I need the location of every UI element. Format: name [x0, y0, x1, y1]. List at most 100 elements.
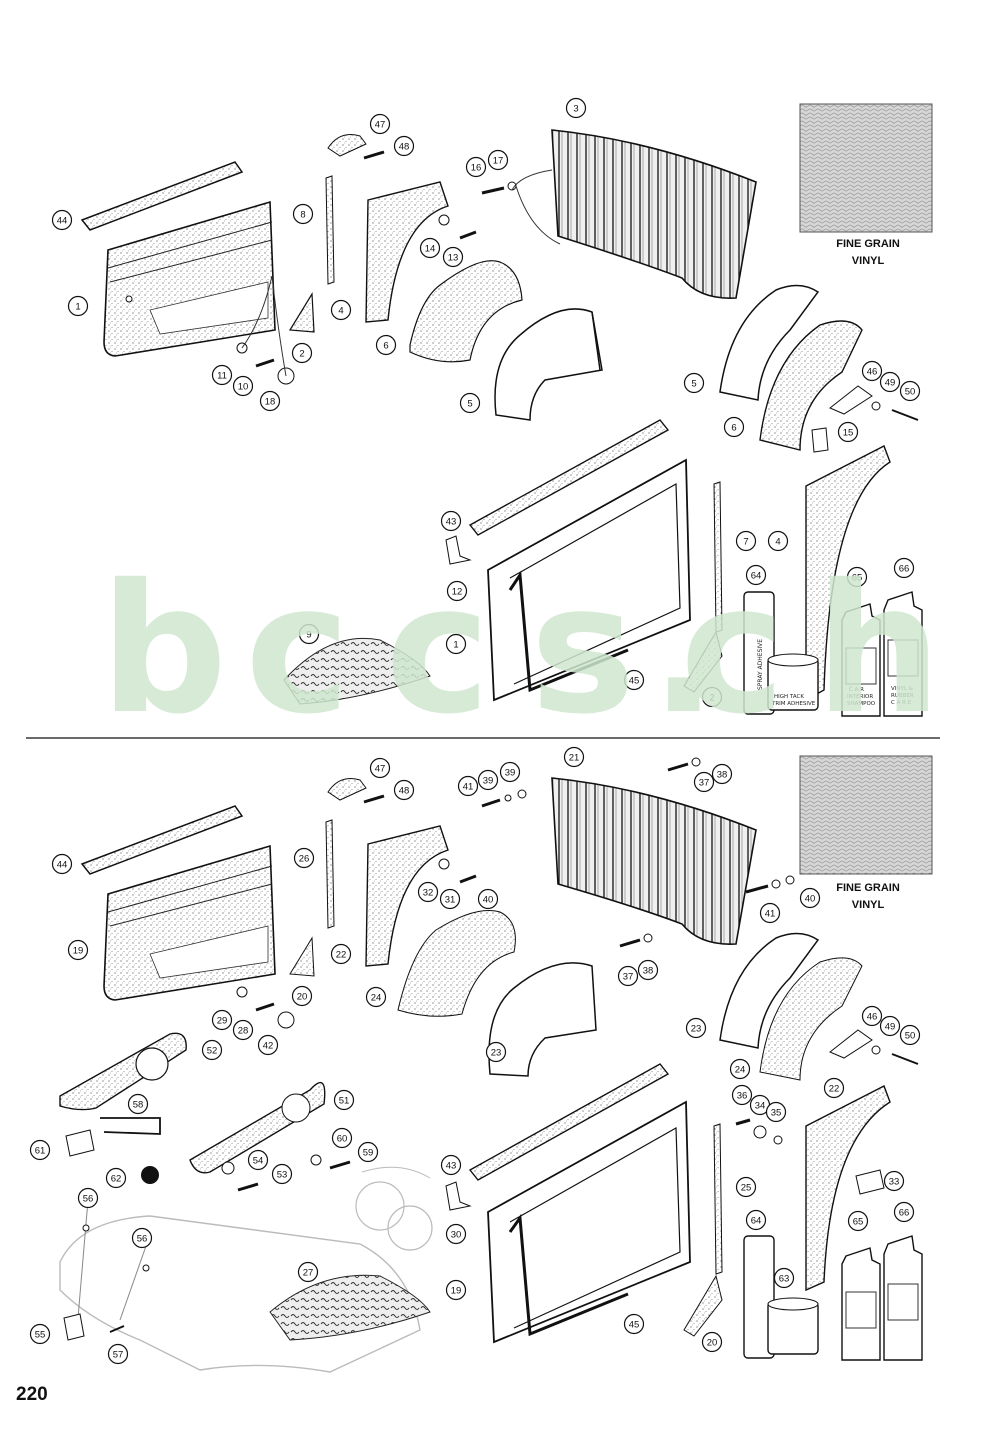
bottom-callout-circle	[617, 965, 639, 987]
bottom-callout-circle	[883, 1170, 905, 1192]
top-callout-label: 45	[629, 675, 640, 686]
bottom-callout-circle	[293, 847, 315, 869]
top-callout-circle	[51, 209, 73, 231]
bottom-callout-circle	[29, 1139, 51, 1161]
top-callout-circle	[893, 557, 915, 579]
bottom-callout-label: 38	[643, 965, 654, 976]
top-callout-label: 9	[306, 629, 311, 640]
top-callout-circle	[683, 372, 705, 394]
bottom-callout-label: 40	[805, 893, 816, 904]
bottom-callout-label: 55	[35, 1329, 46, 1340]
top-callout-circle	[735, 530, 757, 552]
top-callout-label: 3	[573, 103, 578, 114]
bottom-callout-label: 47	[375, 763, 386, 774]
bottom-callout-circle	[693, 771, 715, 793]
bottom-callout-label: 53	[277, 1169, 288, 1180]
top-callout-label: 17	[493, 155, 504, 166]
top-callout-circle	[723, 416, 745, 438]
bottom-callout-label: 42	[263, 1040, 274, 1051]
tin-text-1: HIGH TACK	[774, 694, 804, 700]
top-callout-label: 2	[709, 692, 714, 703]
bottom-callout-label: 36	[737, 1090, 748, 1101]
bottom-callout-label: 57	[113, 1349, 124, 1360]
bottom-callout-circle	[439, 888, 461, 910]
bottom-callout-circle	[271, 1163, 293, 1185]
top-callout-circle	[393, 135, 415, 157]
bottom-callout-circle	[333, 1089, 355, 1111]
top-callout-label: 13	[448, 252, 459, 263]
bottom-callout-circle	[773, 1267, 795, 1289]
top-callout-label: 1	[75, 301, 80, 312]
top-callout-label: 15	[843, 427, 854, 438]
bottom-callout-circle	[685, 1017, 707, 1039]
top-callout-circle	[67, 295, 89, 317]
top-callout-label: 8	[300, 209, 305, 220]
bottom-callout-label: 24	[735, 1064, 746, 1075]
top-callout-label: 2	[299, 348, 304, 359]
bottom-callout-label: 39	[505, 767, 516, 778]
bottom-callout-circle	[417, 881, 439, 903]
swatch-label-top: FINE GRAIN VINYL	[793, 236, 943, 270]
top-callout-label: 12	[452, 586, 463, 597]
bottom-callout-circle	[899, 1024, 921, 1046]
bottom-callout-label: 51	[339, 1095, 350, 1106]
bottom-callout-circle	[729, 1058, 751, 1080]
top-callout-circle	[861, 360, 883, 382]
top-callout-circle	[446, 580, 468, 602]
swatch-label-bottom-line1: FINE GRAIN	[836, 882, 900, 894]
bottom-callout-label: 26	[299, 853, 310, 864]
top-callout-label: 47	[375, 119, 386, 130]
top-callout-label: 18	[265, 396, 276, 407]
bottom-callout-label: 31	[445, 894, 456, 905]
bottom-callout-circle	[823, 1077, 845, 1099]
bottom-callout-label: 35	[771, 1107, 782, 1118]
top-callout-circle	[291, 342, 313, 364]
top-callout-label: 11	[217, 370, 227, 381]
top-callout-label: 14	[425, 243, 436, 254]
top-callout-label: 44	[57, 215, 68, 226]
bottom-callout-label: 38	[717, 769, 728, 780]
bottom-callout-label: 20	[297, 991, 308, 1002]
top-callout-circle	[623, 669, 645, 691]
top-callout-circle	[701, 686, 723, 708]
shampoo-text-2: INTERIOR	[847, 694, 873, 700]
bottom-callout-label: 33	[889, 1176, 900, 1187]
bottom-callout-label: 23	[691, 1023, 702, 1034]
top-callout-label: 10	[238, 381, 249, 392]
top-callout-circle	[459, 392, 481, 414]
bottom-callout-circle	[711, 763, 733, 785]
top-callout-label: 16	[471, 162, 482, 173]
bottom-callout-label: 27	[303, 1267, 314, 1278]
bottom-callout-circle	[257, 1034, 279, 1056]
bottom-callout-label: 45	[629, 1319, 640, 1330]
top-callout-label: 46	[867, 366, 878, 377]
bottom-callout-circle	[499, 761, 521, 783]
bottom-callout-circle	[67, 939, 89, 961]
top-callout-circle	[442, 246, 464, 268]
bottom-callout-label: 28	[238, 1025, 249, 1036]
bottom-callout-label: 21	[569, 752, 580, 763]
bottom-callout-label: 37	[623, 971, 634, 982]
top-callout-circle	[846, 566, 868, 588]
bottom-callout-label: 32	[423, 887, 434, 898]
top-callout-circle	[745, 564, 767, 586]
bottom-callout-label: 44	[57, 859, 68, 870]
top-callout-label: 5	[467, 398, 472, 409]
bottom-callout-circle	[440, 1154, 462, 1176]
top-callout-circle	[899, 380, 921, 402]
top-callout-circle	[375, 334, 397, 356]
bottom-callout-circle	[297, 1261, 319, 1283]
top-callout-label: 4	[338, 305, 343, 316]
bottom-callout-label: 19	[73, 945, 84, 956]
bottom-callout-circle	[369, 757, 391, 779]
bottom-section-drawings	[59, 755, 933, 1373]
top-callout-label: 48	[399, 141, 410, 152]
bottom-callout-label: 56	[83, 1193, 94, 1204]
bottom-callout-circle	[445, 1223, 467, 1245]
top-callout-circle	[369, 113, 391, 135]
shampoo-text-1: C A R	[849, 687, 864, 693]
bottom-callout-label: 46	[867, 1011, 878, 1022]
bottom-callout-circle	[393, 779, 415, 801]
